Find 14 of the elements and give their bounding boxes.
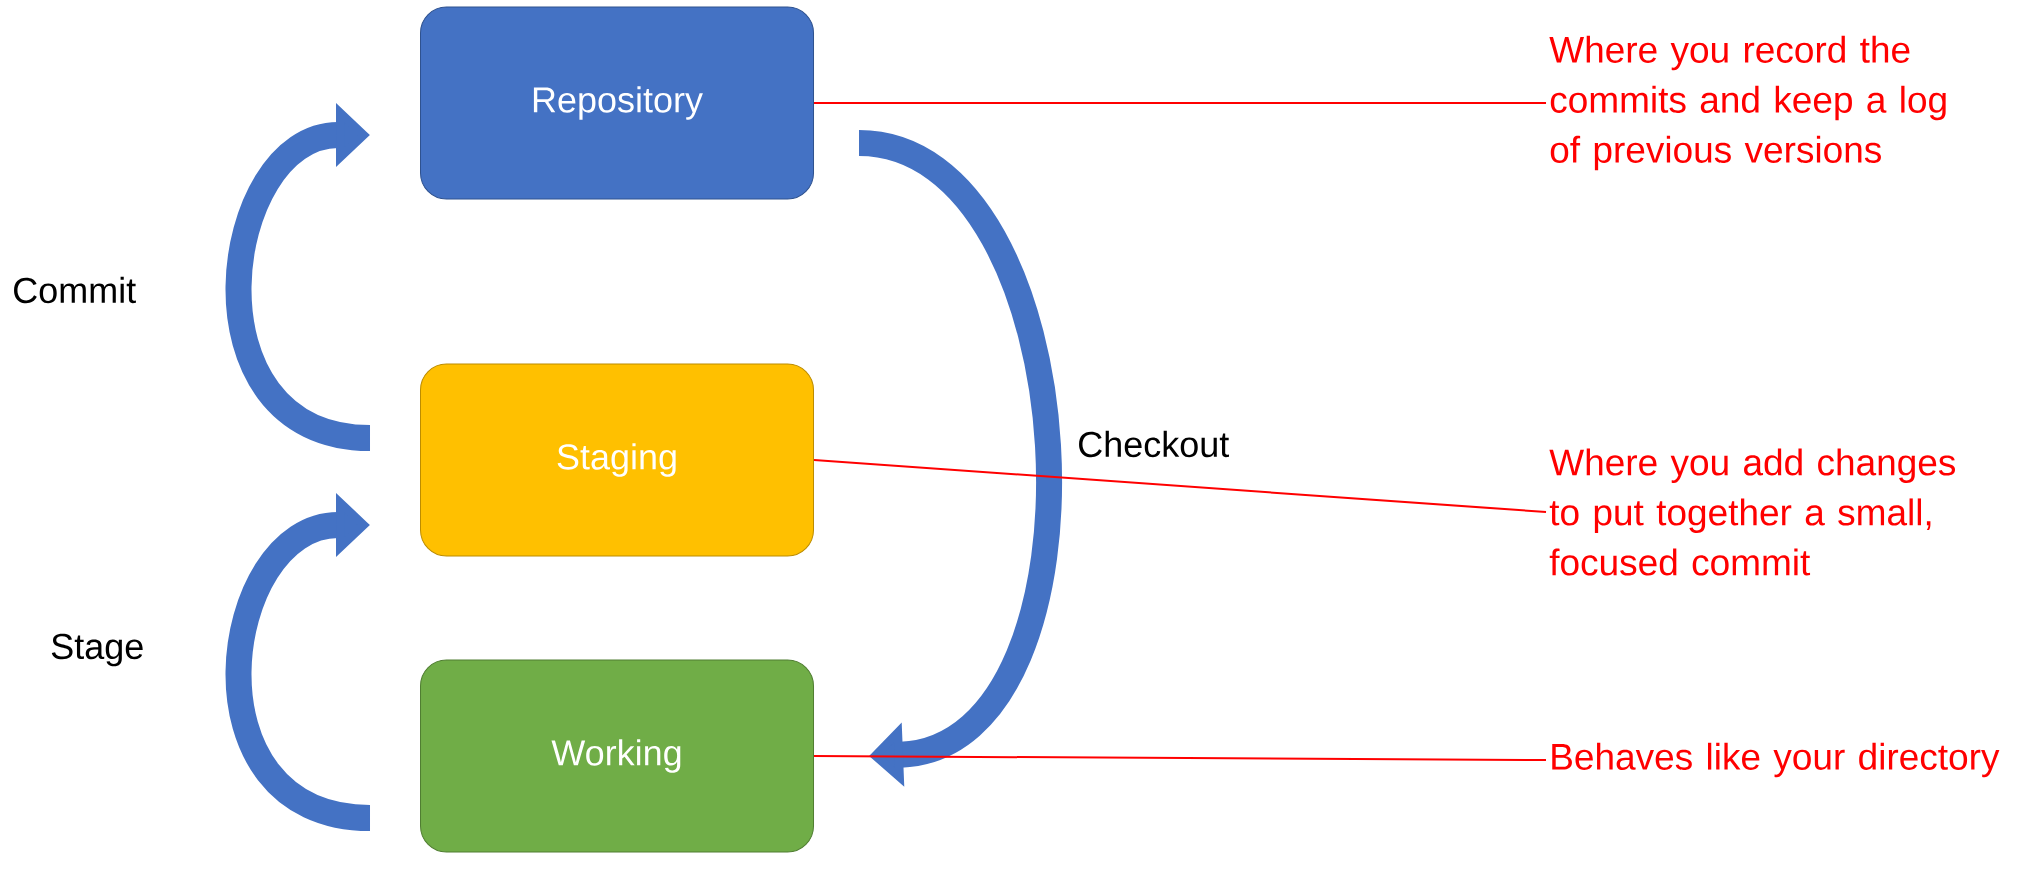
stage-box: Working bbox=[420, 659, 814, 853]
curved-arrow bbox=[856, 130, 1061, 787]
curved-arrow bbox=[225, 102, 372, 451]
leader-line bbox=[813, 459, 1547, 513]
note-text: Behaves like your directory bbox=[1552, 742, 2000, 778]
leader-line bbox=[813, 102, 1547, 104]
edge-label: Stage bbox=[51, 633, 143, 667]
edge-label: Commit bbox=[14, 276, 136, 304]
leader-line bbox=[813, 755, 1547, 761]
note-text: Where you add changes to put together a small, focused commit bbox=[1549, 448, 1956, 576]
note-text: Where you record the commits and keep a log of previous versions bbox=[1549, 35, 1946, 171]
stage-box: Repository bbox=[420, 6, 814, 200]
stage-box: Staging bbox=[420, 363, 814, 557]
edge-label: Checkout bbox=[1079, 430, 1229, 458]
